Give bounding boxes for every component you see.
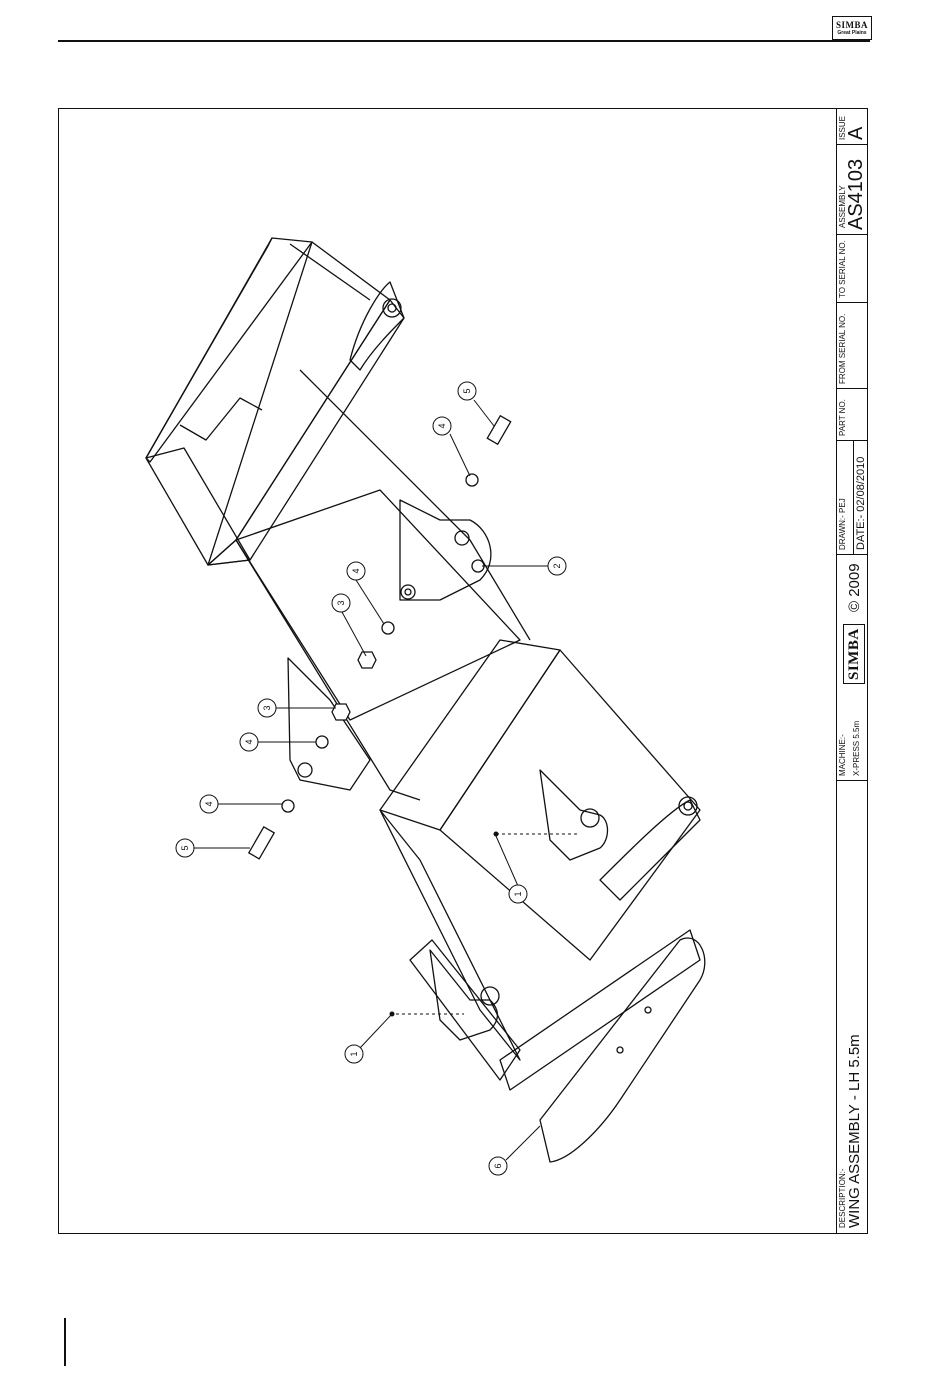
lower-cross-beam xyxy=(500,930,700,1090)
leader-1b xyxy=(496,836,518,886)
leader-5a xyxy=(474,400,494,426)
pivot-arm-top xyxy=(350,282,404,370)
leader-4b xyxy=(450,434,470,476)
balloon-label-3b: 3 xyxy=(262,705,272,710)
end-plate-hole-2 xyxy=(617,1047,623,1053)
leader-dot-1b xyxy=(494,832,499,837)
rail-bracket-mid-boss xyxy=(581,809,599,827)
rail-bracket-mid xyxy=(540,770,608,860)
mid-cross-beam xyxy=(208,300,404,565)
leader-4a xyxy=(356,580,384,624)
margin-bar xyxy=(64,1318,66,1366)
balloon-label-5b: 5 xyxy=(180,845,190,850)
balloon-label-6: 6 xyxy=(493,1163,503,1168)
upper-left-end xyxy=(146,448,250,565)
leader-1a xyxy=(360,1014,392,1048)
end-plate-hole-1 xyxy=(645,1007,651,1013)
balloon-label-3a: 3 xyxy=(336,600,346,605)
mount-bracket-left-hole xyxy=(298,763,312,777)
balloon-label-4d: 4 xyxy=(204,801,214,806)
balloon-label-4c: 4 xyxy=(244,739,254,744)
balloon-label-1b: 1 xyxy=(513,891,523,896)
bracket-hole xyxy=(405,589,411,595)
pivot-boss-bottom xyxy=(679,797,697,815)
bracket-boss xyxy=(401,585,415,599)
leader-3a xyxy=(342,612,366,656)
washer-right xyxy=(466,474,478,486)
lower-panel xyxy=(440,650,700,960)
washer-far-left xyxy=(282,800,294,812)
upper-front-beam xyxy=(146,238,312,462)
pivot-hole-bottom xyxy=(684,802,692,810)
balloon-label-5a: 5 xyxy=(462,388,472,393)
balloon-label-4a: 4 xyxy=(351,568,361,573)
balloon-label-4b: 4 xyxy=(437,423,447,428)
lower-side-rail xyxy=(410,940,520,1080)
lower-long-beam xyxy=(380,810,520,1060)
balloon-label-2: 2 xyxy=(552,563,562,568)
rail-bracket-lower-boss xyxy=(481,987,499,1005)
bolt-right xyxy=(487,416,510,445)
balloon-label-1a: 1 xyxy=(349,1051,359,1056)
rail-left-upper xyxy=(236,540,420,800)
pivot-hole-top xyxy=(388,304,396,312)
nut-mid xyxy=(358,652,376,668)
leader-dot-1a xyxy=(390,1012,395,1017)
leader-6 xyxy=(506,1126,540,1160)
washer-left xyxy=(316,736,328,748)
mount-bracket-left xyxy=(288,658,370,790)
hinge-hole xyxy=(455,531,469,545)
nut-left xyxy=(332,704,350,720)
center-panel-lower xyxy=(380,640,560,830)
bolt-left xyxy=(249,827,274,859)
